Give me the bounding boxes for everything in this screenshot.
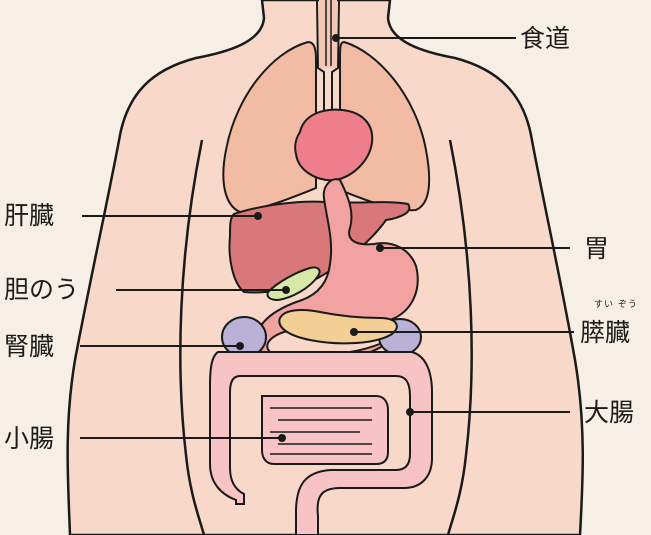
label-esophagus: 食道	[520, 26, 570, 51]
esophagus-fill	[319, 0, 337, 68]
leader-large-intestine-dot	[407, 409, 413, 415]
leader-gallbladder-dot	[283, 287, 289, 293]
leader-kidney-dot	[237, 343, 243, 349]
leader-small-intestine-dot	[279, 435, 285, 441]
label-stomach: 胃	[584, 236, 609, 261]
label-pancreas: 膵臓	[580, 320, 630, 345]
label-pancreas-reading: すい ぞう	[594, 301, 638, 310]
leader-stomach-dot	[377, 245, 383, 251]
label-small-intestine: 小腸	[4, 426, 54, 451]
leader-esophagus-dot	[333, 35, 339, 41]
label-liver: 肝臓	[4, 203, 54, 228]
label-kidney: 腎臓	[4, 334, 54, 359]
label-gallbladder: 胆のう	[4, 277, 79, 302]
leader-pancreas-dot	[351, 329, 357, 335]
leader-liver-dot	[255, 213, 261, 219]
label-large-intestine: 大腸	[584, 400, 634, 425]
